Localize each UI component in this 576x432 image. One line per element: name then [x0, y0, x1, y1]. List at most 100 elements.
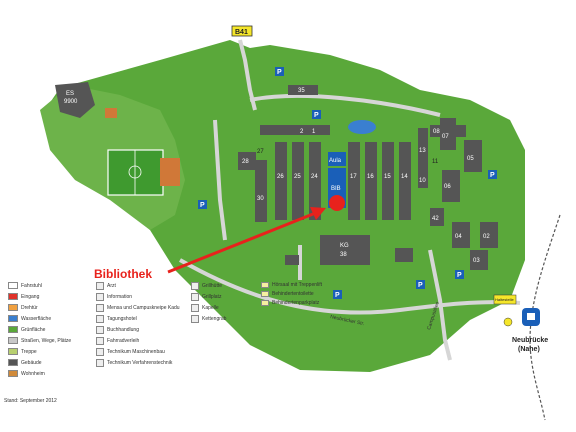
bldg-27: 27: [257, 149, 264, 155]
legend-swatch: [8, 370, 18, 377]
bldg-13: 13: [419, 148, 426, 154]
legend-item-label: Eingang: [21, 293, 40, 300]
legend-item: Behindertentoilette: [261, 291, 314, 297]
legend-item-label: Treppe: [21, 348, 37, 355]
bldg-25: 25: [294, 174, 301, 180]
svg-text:P: P: [200, 202, 205, 209]
legend-swatch: [8, 337, 18, 344]
svg-text:P: P: [418, 282, 423, 289]
svg-text:P: P: [490, 172, 495, 179]
legend-item-label: Arzt: [107, 283, 116, 289]
legend-item: Treppe: [8, 348, 37, 355]
bibliothek-arrow: [167, 210, 319, 274]
legend-item: Wasserfläche: [8, 315, 51, 322]
building-es: [55, 82, 95, 118]
legend-item-label: Mensa und Campuskneipe Kadu: [107, 305, 180, 311]
bldg-14: 14: [401, 174, 408, 180]
bldg-16: 16: [367, 174, 374, 180]
legend-item: Grillhütte: [191, 282, 222, 290]
legend-symbol-icon: [261, 291, 269, 297]
legend-swatch: [8, 326, 18, 333]
legend-item-label: Fahrstuhl: [21, 282, 42, 289]
legend-symbol-icon: [191, 293, 199, 301]
legend-item: Fahrradverleih: [96, 337, 139, 345]
sports-field: [107, 149, 164, 196]
legend-swatch: [8, 293, 18, 300]
bldg-03: 03: [473, 258, 480, 264]
legend-item: Technikum Maschinenbau: [96, 348, 165, 356]
legend-swatch: [8, 304, 18, 311]
legend-stand-date: Stand: September 2012: [4, 398, 57, 404]
svg-text:P: P: [457, 272, 462, 279]
water-pond: [348, 120, 376, 134]
bldg-15: 15: [384, 174, 391, 180]
legend-item: Drehtür: [8, 304, 38, 311]
legend-symbol-icon: [96, 337, 104, 345]
legend-item: Grillplatz: [191, 293, 221, 301]
legend-item: Technikum Verfahrenstechnik: [96, 359, 172, 367]
legend-item: Buchhandlung: [96, 326, 139, 334]
legend-symbol-icon: [96, 304, 104, 312]
bldg-35: 35: [298, 88, 305, 94]
bldg-1: 1: [312, 129, 316, 135]
kg-label: KG: [340, 243, 349, 249]
legend-symbol-icon: [191, 304, 199, 312]
legend-item-label: Hörsaal mit Treppenlift: [272, 282, 323, 288]
building-es-number: 9900: [64, 99, 78, 105]
legend-symbol-icon: [96, 359, 104, 367]
building-kg: [320, 235, 370, 265]
legend-item: Mensa und Campuskneipe Kadu: [96, 304, 180, 312]
legend-item-label: Drehtür: [21, 304, 38, 311]
roads: [179, 39, 521, 361]
legend-symbol-icon: [96, 348, 104, 356]
central-buildings: [238, 85, 498, 270]
legend-item-label: Wohnheim: [21, 370, 45, 377]
aula-label: Aula: [329, 158, 342, 164]
legend-symbol-icon: [96, 315, 104, 323]
kg-number: 38: [340, 252, 347, 258]
legend-item: Tagungshotel: [96, 315, 137, 323]
legend-symbol-icon: [191, 282, 199, 290]
bib-label: BIB: [331, 186, 341, 192]
legend-item-label: Gebäude: [21, 359, 42, 366]
legend-symbol-icon: [96, 293, 104, 301]
legend-item-label: Fahrradverleih: [107, 338, 140, 344]
bldg-07: 07: [442, 134, 449, 140]
legend-swatch: [8, 359, 18, 366]
legend-item: Arzt: [96, 282, 116, 290]
bus-stop-label: Haltestelle: [495, 297, 514, 302]
legend-item-label: Grünfläche: [21, 326, 46, 333]
bldg-24: 24: [311, 174, 318, 180]
building-aula: [328, 152, 346, 166]
legend-symbol-icon: [96, 326, 104, 334]
legend-swatch: [8, 315, 18, 322]
legend-item-label: Behindertentoilette: [272, 291, 314, 297]
bldg-04: 04: [455, 234, 462, 240]
tennis-courts: [160, 158, 180, 186]
parking-signs: P P P P P P P: [198, 67, 497, 299]
legend-item-label: Kapelle: [202, 305, 219, 311]
bldg-11: 11: [432, 159, 439, 165]
bldg-08: 08: [433, 129, 440, 135]
bldg-30: 30: [257, 196, 264, 202]
legend-item-label: Straßen, Wege, Plätze: [21, 337, 72, 344]
legend-item: Grünfläche: [8, 326, 45, 333]
legend-item-label: Grillhütte: [202, 283, 223, 289]
legend-item-label: Wasserfläche: [21, 315, 52, 322]
bibliothek-marker: [329, 195, 345, 211]
legend-item: Fahrstuhl: [8, 282, 42, 289]
b41-sign: [231, 25, 253, 37]
bldg-06: 06: [444, 184, 451, 190]
legend-item-label: Tagungshotel: [107, 316, 137, 322]
station-label-nahe: (Nahe): [518, 346, 540, 353]
legend-item-label: Buchhandlung: [107, 327, 139, 333]
svg-text:P: P: [277, 69, 282, 76]
legend-item-label: Kettengrab: [202, 316, 227, 322]
svg-text:P: P: [314, 112, 319, 119]
bldg-17: 17: [350, 174, 357, 180]
legend-item: Wohnheim: [8, 370, 45, 377]
bus-stop-sign: [493, 294, 517, 305]
legend-symbol-icon: [191, 315, 199, 323]
